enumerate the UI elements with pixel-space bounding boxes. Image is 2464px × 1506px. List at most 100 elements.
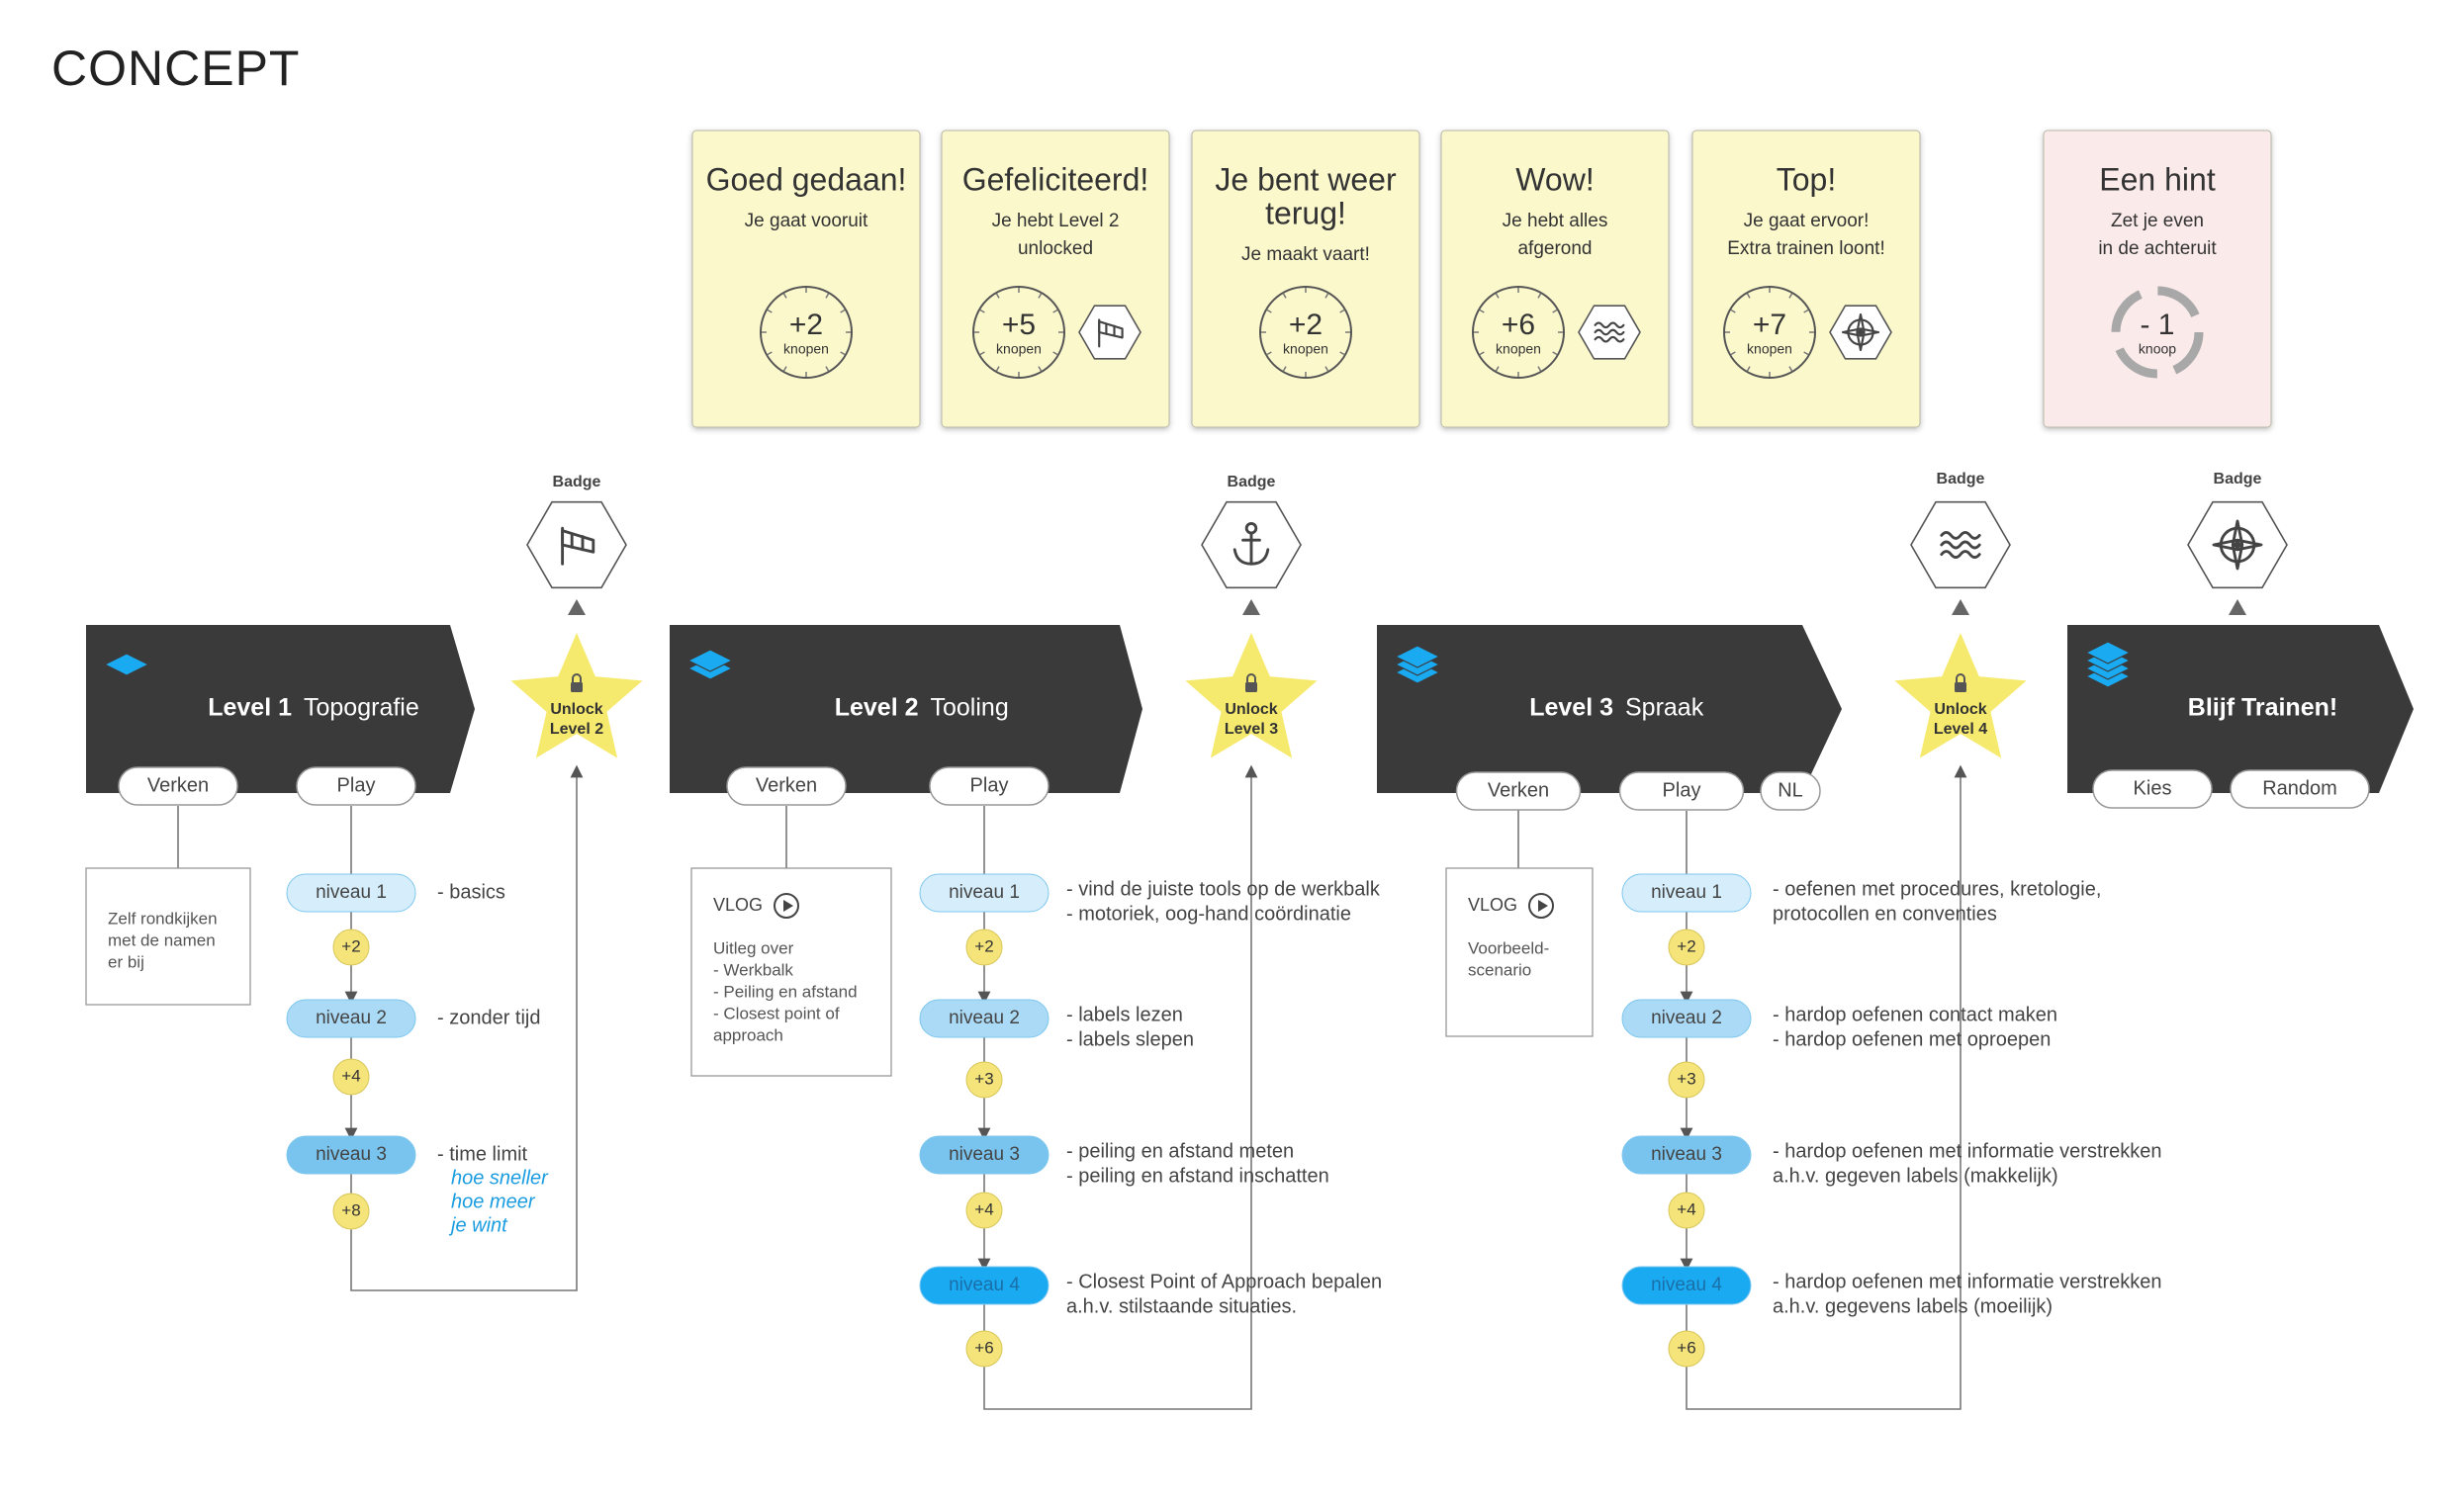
badge-label: Badge: [1937, 471, 1985, 487]
card-badge-hex: [1078, 305, 1141, 360]
coin-value: +6: [1677, 1338, 1695, 1357]
badge-hex: [526, 500, 627, 589]
lock-shackle: [1956, 673, 1965, 682]
coin-badge: [965, 1192, 1003, 1229]
niveau-description: - peiling en afstand inschatten: [1066, 1165, 1329, 1187]
tab-verken-button[interactable]: [1455, 771, 1582, 811]
niveau-label: niveau 3: [316, 1144, 387, 1165]
coin-tick: [1495, 293, 1500, 299]
layer-sheet: [2084, 641, 2132, 664]
coin-tick: [1324, 293, 1329, 299]
niveau-2-button[interactable]: [286, 999, 416, 1038]
coin-unit: knoop: [2139, 341, 2176, 357]
coin-tick: [1730, 309, 1736, 313]
tab-verken-button[interactable]: [118, 766, 238, 806]
level-number: Level 1: [208, 694, 292, 722]
niveau-description: - zonder tijd: [437, 1007, 541, 1028]
coin-amount: +7: [1753, 309, 1786, 341]
niveau-description: - hardop oefenen met oproepen: [1773, 1028, 2051, 1050]
card-subtitle: Zet je even: [2111, 211, 2204, 231]
coin-tick: [1788, 366, 1793, 372]
coin-unit: knopen: [783, 341, 829, 357]
tab-play-button[interactable]: [296, 766, 416, 806]
niveau-3-button[interactable]: [1621, 1135, 1752, 1175]
niveau-4-button[interactable]: [919, 1266, 1049, 1305]
coin-amount: +2: [1289, 309, 1323, 341]
card-subtitle: Je hebt alles: [1503, 211, 1608, 231]
tab-nl-button[interactable]: [1760, 771, 1821, 811]
niveau-3-button[interactable]: [919, 1135, 1049, 1175]
return-line: [983, 764, 1258, 1410]
coin-tick: [1339, 309, 1345, 313]
coin-tick: [1266, 351, 1272, 356]
coin-ring: [760, 286, 853, 379]
verken-text: - Werkbalk: [713, 960, 793, 979]
lock-icon: [1245, 673, 1257, 692]
verken-text: Uitleg over: [713, 938, 794, 957]
coin-tick: [1552, 309, 1558, 313]
tab-kies-button[interactable]: [2092, 769, 2213, 809]
coin-tick: [995, 366, 1000, 372]
reward-card: [691, 130, 921, 428]
coin-value: +4: [974, 1199, 993, 1218]
niveau-description: - hardop oefenen met informatie verstrek…: [1773, 1140, 2162, 1162]
niveau-1-button[interactable]: [919, 873, 1049, 913]
wave-line: [1940, 550, 1981, 560]
verken-text: er bij: [108, 952, 144, 971]
niveau-1-button[interactable]: [1621, 873, 1752, 913]
level-banner: [86, 625, 475, 793]
niveau-4-button[interactable]: [1621, 1266, 1752, 1305]
coin-value: +2: [974, 936, 993, 955]
unlock-star: [1894, 633, 2027, 758]
niveau-2-button[interactable]: [919, 999, 1049, 1038]
level-banner: [1377, 625, 1842, 793]
compass-needle-ew: [2212, 538, 2263, 552]
verken-text: met de namen: [108, 930, 216, 949]
niveau-description: - oefenen met procedures, kretologie,: [1773, 878, 2101, 900]
coin-tick: [1479, 351, 1485, 356]
niveau-description: - Closest Point of Approach bepalen: [1066, 1271, 1382, 1292]
coin-value: +6: [974, 1338, 993, 1357]
tab-random-button[interactable]: [2230, 769, 2370, 809]
card-title: Gefeliciteerd!: [962, 161, 1149, 197]
coin-tick: [782, 293, 787, 299]
reward-card: [1191, 130, 1420, 428]
waves-icon: [1940, 530, 1981, 560]
unlock-label: Unlock: [550, 701, 602, 718]
coin-ring: [1259, 286, 1352, 379]
niveau-label: niveau 1: [1651, 882, 1722, 903]
niveau-label: niveau 2: [316, 1008, 387, 1028]
coin-amount: +6: [1502, 309, 1535, 341]
tab-verken-button[interactable]: [726, 766, 847, 806]
niveau-3-button[interactable]: [286, 1135, 416, 1175]
niveau-description: - labels slepen: [1066, 1028, 1194, 1050]
coin-tick: [1339, 351, 1345, 356]
verken-text: scenario: [1468, 960, 1531, 979]
tab-label: Verken: [1488, 779, 1549, 801]
card-subtitle: Je maakt vaart!: [1241, 244, 1370, 265]
card-subtitle: Extra trainen loont!: [1727, 238, 1884, 259]
coin-value: +8: [341, 1200, 360, 1219]
verken-text: Zelf rondkijken: [108, 909, 218, 928]
card-subtitle: Je gaat vooruit: [745, 211, 868, 231]
play-ring: [1528, 893, 1554, 919]
niveau-1-button[interactable]: [286, 873, 416, 913]
anchor-icon: [1232, 521, 1270, 566]
niveau-2-button[interactable]: [1621, 999, 1752, 1038]
niveau-description: - vind de juiste tools op de werkbalk: [1066, 878, 1381, 900]
coin-unit: knopen: [996, 341, 1042, 357]
niveau-description: a.h.v. stilstaande situaties.: [1066, 1295, 1297, 1317]
layer-sheet: [686, 649, 734, 672]
waves-icon: [1594, 321, 1625, 343]
coin-tick: [767, 309, 773, 313]
tab-play-button[interactable]: [1618, 771, 1745, 811]
coin-badge: [1668, 1330, 1705, 1368]
level-number: Level 2: [835, 694, 919, 722]
coin-badge: [965, 1330, 1003, 1368]
vlog-label: VLOG: [713, 895, 763, 915]
wave-line: [1940, 540, 1981, 550]
coin-ring: [972, 286, 1065, 379]
coin-value: +2: [341, 936, 360, 955]
tab-play-button[interactable]: [929, 766, 1049, 806]
unlock-level: Level 4: [1934, 721, 1987, 738]
